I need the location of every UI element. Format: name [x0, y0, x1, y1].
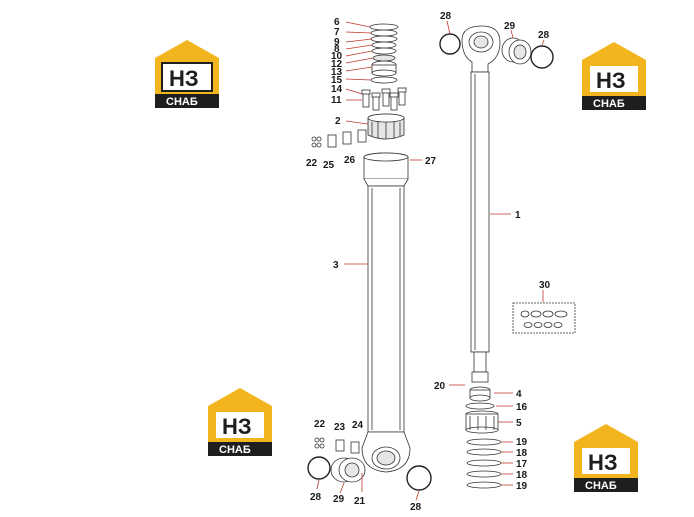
logo-sub: СНАБ	[593, 98, 625, 110]
callout-29-bottom: 29	[333, 494, 345, 505]
callout-1: 1	[515, 210, 521, 221]
logo-sub: СНАБ	[219, 444, 251, 456]
callout-26: 26	[344, 155, 356, 166]
callout-20: 20	[434, 381, 446, 392]
callout-7: 7	[334, 27, 340, 38]
callout-16: 16	[516, 402, 528, 413]
callout-5: 5	[516, 418, 522, 429]
callout-24: 24	[352, 420, 364, 431]
seal-kit-box	[512, 302, 576, 334]
gland-head	[367, 113, 405, 140]
callout-29-top: 29	[504, 21, 516, 32]
top-bushing	[501, 37, 532, 65]
logo-letters: НЗ	[222, 414, 252, 439]
leader-lines	[316, 20, 545, 501]
callout-27: 27	[425, 156, 437, 167]
callout-22-bottom: 22	[314, 419, 326, 430]
callout-19-lower: 19	[516, 481, 528, 492]
logo-bottom-left: НЗ СНАБ	[208, 388, 272, 456]
callout-28-bottom-left: 28	[310, 492, 322, 503]
callout-23: 23	[334, 422, 346, 433]
callout-13: 13	[331, 67, 343, 78]
piston-rod	[470, 71, 490, 353]
gland-seal-stack	[369, 23, 399, 84]
cylinder-barrel-assembly	[307, 23, 432, 491]
callout-19-upper: 19	[516, 437, 528, 448]
logo-top-right: НЗ СНАБ	[582, 42, 646, 110]
callout-25: 25	[323, 160, 335, 171]
grease-fitting-bottom	[314, 437, 360, 454]
piston-rod-assembly	[439, 25, 576, 489]
callout-6: 6	[334, 17, 340, 28]
callout-11: 11	[331, 95, 342, 106]
logo-letters: НЗ	[596, 68, 626, 93]
grease-fitting-top	[311, 129, 367, 148]
callout-14: 14	[331, 84, 343, 95]
callout-9: 9	[334, 37, 340, 48]
callout-30: 30	[539, 280, 551, 291]
top-ring-right	[530, 45, 554, 69]
logo-letters: НЗ	[169, 66, 199, 91]
logo-letters: НЗ	[588, 450, 618, 475]
callout-28-top-right: 28	[538, 30, 550, 41]
logo-sub: СНАБ	[585, 480, 617, 492]
callout-10: 10	[331, 51, 343, 62]
callout-4: 4	[516, 389, 522, 400]
callout-2: 2	[335, 116, 341, 127]
top-ring-left	[439, 33, 461, 55]
callout-21: 21	[354, 496, 366, 507]
callout-18-upper: 18	[516, 448, 528, 459]
callout-8: 8	[334, 44, 340, 55]
callout-28-bottom-right: 28	[410, 502, 422, 513]
bottom-bushing-rings	[307, 456, 432, 491]
rod-eye	[461, 25, 501, 73]
logo-top-left: НЗ СНАБ	[155, 40, 219, 108]
logo-sub: СНАБ	[166, 96, 198, 108]
callout-18-lower: 18	[516, 470, 528, 481]
callout-28-top-left: 28	[440, 11, 452, 22]
callout-12: 12	[331, 59, 343, 70]
cylinder-barrel	[361, 152, 411, 473]
piston-stack	[465, 386, 502, 489]
callout-labels: 6 7 9 8 10 12 13 15 14 11 2 22 25 26 27 …	[306, 11, 551, 513]
gland-bolts	[361, 87, 407, 111]
callout-17: 17	[516, 459, 528, 470]
callout-22-top: 22	[306, 158, 318, 169]
callout-15: 15	[331, 75, 343, 86]
logo-bottom-right: НЗ СНАБ	[574, 424, 638, 492]
callout-3: 3	[333, 260, 339, 271]
